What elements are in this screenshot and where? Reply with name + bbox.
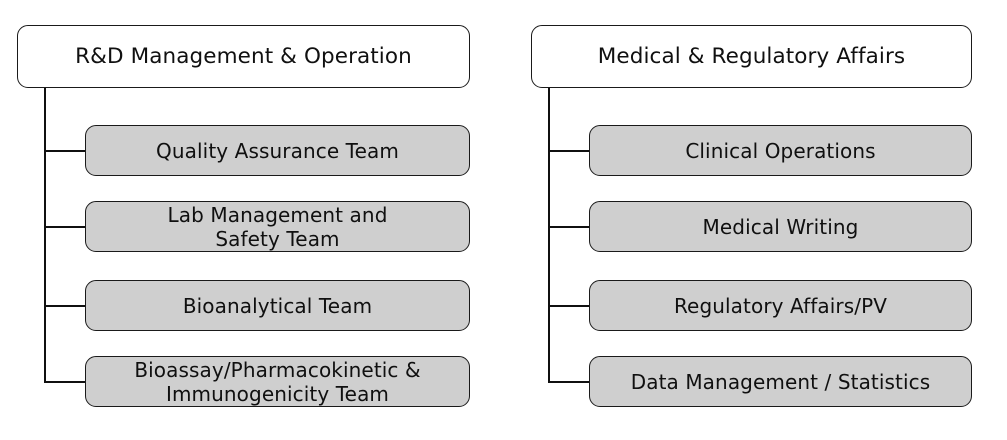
child-node-label: Regulatory Affairs/PV bbox=[673, 293, 888, 318]
root-node-label: Medical & Regulatory Affairs bbox=[597, 43, 906, 69]
child-node-label: Data Management / Statistics bbox=[630, 369, 931, 394]
connector-branch-mra-2 bbox=[548, 226, 589, 228]
connector-branch-mra-3 bbox=[548, 305, 589, 307]
child-node-data-management-statistics[interactable]: Data Management / Statistics bbox=[589, 356, 972, 407]
child-node-bioanalytical-team[interactable]: Bioanalytical Team bbox=[85, 280, 470, 331]
child-node-label: Quality Assurance Team bbox=[156, 138, 399, 163]
child-node-bioassay-pharmacokinetic-immunogenicity-team[interactable]: Bioassay/Pharmacokinetic & Immunogenicit… bbox=[85, 356, 470, 407]
connector-branch-rnd-3 bbox=[44, 305, 85, 307]
org-column-mra: Medical & Regulatory Affairs Clinical Op… bbox=[503, 0, 1007, 440]
child-node-label: Medical Writing bbox=[702, 214, 859, 239]
connector-branch-rnd-1 bbox=[44, 150, 85, 152]
child-node-medical-writing[interactable]: Medical Writing bbox=[589, 201, 972, 252]
child-node-lab-management-and-safety-team[interactable]: Lab Management and Safety Team bbox=[85, 201, 470, 252]
child-node-quality-assurance-team[interactable]: Quality Assurance Team bbox=[85, 125, 470, 176]
child-node-regulatory-affairs-pv[interactable]: Regulatory Affairs/PV bbox=[589, 280, 972, 331]
root-node-label: R&D Management & Operation bbox=[75, 43, 412, 69]
org-column-rnd: R&D Management & Operation Quality Assur… bbox=[0, 0, 503, 440]
connector-branch-rnd-2 bbox=[44, 226, 85, 228]
child-node-label: Bioanalytical Team bbox=[182, 293, 373, 318]
connector-branch-rnd-4 bbox=[44, 381, 85, 383]
child-node-label: Clinical Operations bbox=[685, 138, 876, 163]
child-node-label: Bioassay/Pharmacokinetic & Immunogenicit… bbox=[134, 357, 421, 406]
connector-trunk-rnd bbox=[44, 88, 46, 382]
connector-branch-mra-1 bbox=[548, 150, 589, 152]
connector-branch-mra-4 bbox=[548, 381, 589, 383]
root-node-rnd-management-operation[interactable]: R&D Management & Operation bbox=[17, 25, 470, 88]
connector-trunk-mra bbox=[548, 88, 550, 382]
root-node-medical-regulatory-affairs[interactable]: Medical & Regulatory Affairs bbox=[531, 25, 972, 88]
child-node-clinical-operations[interactable]: Clinical Operations bbox=[589, 125, 972, 176]
child-node-label: Lab Management and Safety Team bbox=[167, 202, 388, 251]
